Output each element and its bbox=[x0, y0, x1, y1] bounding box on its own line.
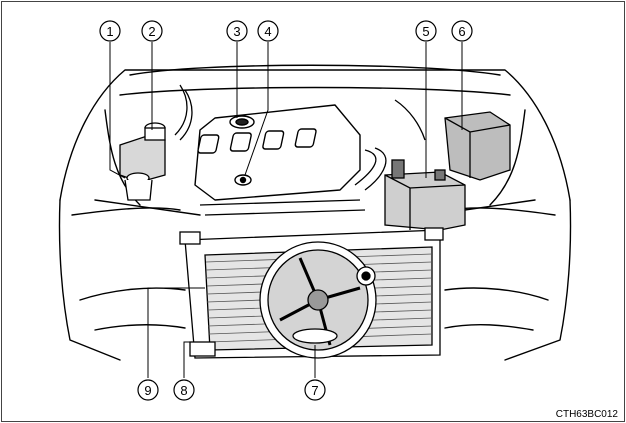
leader-lines bbox=[109, 42, 463, 378]
callout-1-label: 1 bbox=[106, 24, 113, 39]
battery bbox=[384, 159, 466, 231]
vehicle-body bbox=[58, 64, 572, 361]
callout-5-label: 5 bbox=[422, 24, 429, 39]
callout-2-label: 2 bbox=[148, 24, 155, 39]
callout-7-label: 7 bbox=[311, 383, 318, 398]
callout-4-circle bbox=[257, 20, 279, 42]
callout-5-circle bbox=[415, 20, 437, 42]
callout-6-circle bbox=[451, 20, 473, 42]
radiator bbox=[179, 227, 444, 359]
callout-8-label: 8 bbox=[180, 383, 187, 398]
callout-6-label: 6 bbox=[458, 24, 465, 39]
callout-2-circle bbox=[141, 20, 163, 42]
fuse-box bbox=[444, 111, 511, 181]
engine-cover bbox=[194, 104, 361, 201]
callout-9-label: 9 bbox=[144, 383, 151, 398]
reservoir-left bbox=[119, 122, 166, 201]
callout-7-circle bbox=[304, 379, 326, 401]
callout-8-circle bbox=[173, 379, 195, 401]
callout-9-circle bbox=[137, 379, 159, 401]
callout-3-label: 3 bbox=[233, 24, 240, 39]
callout-marks bbox=[99, 20, 473, 401]
callout-4-label: 4 bbox=[264, 24, 271, 39]
callout-1-circle bbox=[99, 20, 121, 42]
hoses bbox=[174, 84, 426, 216]
figure-code: CTH63BC012 bbox=[555, 409, 618, 420]
callout-3-circle bbox=[226, 20, 248, 42]
